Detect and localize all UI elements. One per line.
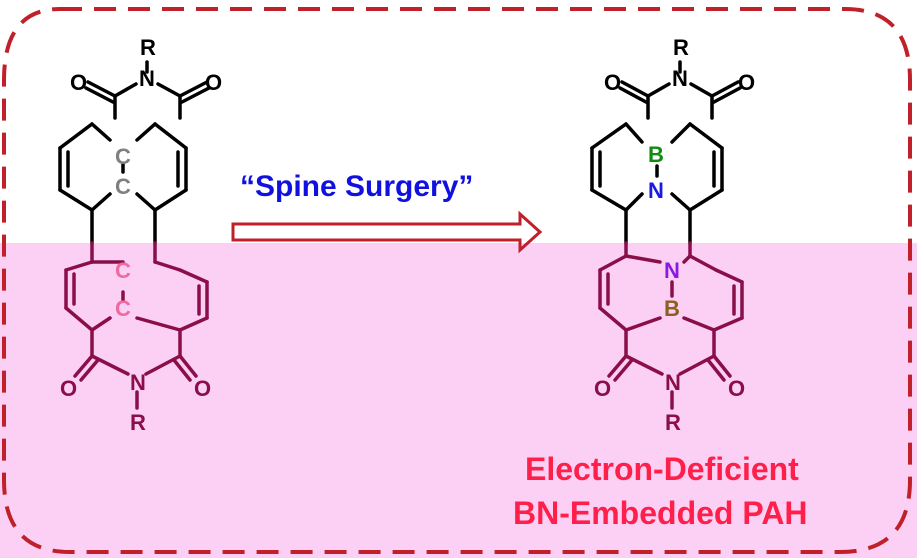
product-caption-line2: BN-Embedded PAH — [513, 495, 808, 531]
left-carbon-lower-2: C — [115, 296, 131, 321]
dashed-frame — [2, 7, 912, 554]
right-r-top: R — [673, 35, 689, 60]
left-carbon-upper-1: C — [115, 144, 131, 169]
right-nitrogen-lower: N — [664, 258, 680, 283]
left-o-bottom-left: O — [60, 376, 77, 401]
right-o-bottom-left: O — [594, 376, 611, 401]
left-carbon-lower-1: C — [115, 258, 131, 283]
left-o-top-left: O — [70, 70, 87, 95]
right-molecule: R N O O B N N B O N O R — [590, 35, 755, 435]
reaction-label: “Spine Surgery” — [240, 170, 473, 203]
right-o-top-left: O — [604, 70, 621, 95]
right-boron-upper: B — [648, 142, 664, 167]
left-n-bottom: N — [130, 370, 146, 395]
left-o-bottom-right: O — [194, 376, 211, 401]
left-n-top: N — [139, 66, 155, 91]
right-o-top-right: O — [738, 70, 755, 95]
right-n-top: N — [672, 66, 688, 91]
left-carbon-upper-2: C — [115, 174, 131, 199]
lower-highlight-band — [0, 243, 917, 558]
product-caption-line1: Electron-Deficient — [525, 451, 799, 487]
left-molecule: R N O O C C C C O N O R — [58, 35, 222, 435]
right-n-bottom: N — [665, 370, 681, 395]
right-boron-lower: B — [664, 296, 680, 321]
right-r-bottom: R — [665, 410, 681, 435]
left-r-top: R — [140, 35, 156, 60]
right-nitrogen-upper: N — [648, 178, 664, 203]
left-r-bottom: R — [130, 410, 146, 435]
reaction-arrow — [231, 210, 543, 254]
left-o-top-right: O — [205, 70, 222, 95]
right-o-bottom-right: O — [728, 376, 745, 401]
